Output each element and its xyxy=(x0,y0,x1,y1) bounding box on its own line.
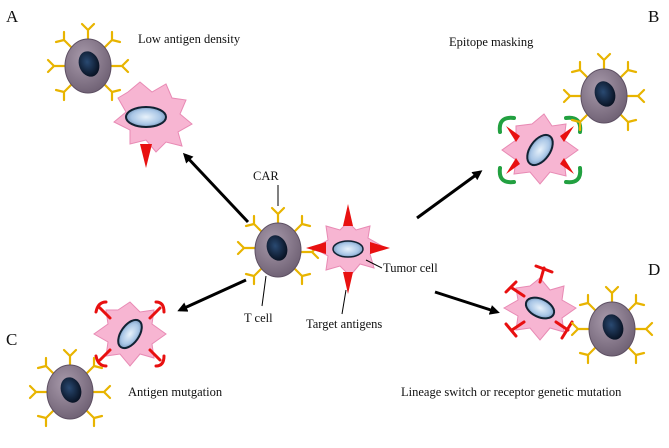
label-tumor-cell: Tumor cell xyxy=(383,261,438,275)
arrow-to-d xyxy=(434,290,500,315)
car-receptor-icon xyxy=(28,348,112,428)
switched-receptor-icon xyxy=(504,264,574,340)
caption-lineage-switch: Lineage switch or receptor genetic mutat… xyxy=(401,385,622,399)
t-cell-d xyxy=(570,285,654,365)
label-t-cell: T cell xyxy=(244,311,273,325)
tumor-cell-d xyxy=(502,264,577,341)
pointer-t-cell xyxy=(261,275,267,307)
arrow-to-a xyxy=(182,152,250,224)
panel-label-a: A xyxy=(6,7,19,26)
panel-label-b: B xyxy=(648,7,659,26)
caption-epitope-masking: Epitope masking xyxy=(449,35,534,49)
pointer-tumor-cell xyxy=(365,259,383,269)
panel-label-c: C xyxy=(6,330,17,349)
tumor-cell-a xyxy=(113,81,193,168)
t-cell-nucleus xyxy=(266,235,288,261)
panel-label-d: D xyxy=(648,260,660,279)
target-antigen-icon xyxy=(306,204,390,294)
tumor-cell-b xyxy=(497,113,583,185)
t-cell-b xyxy=(562,52,646,132)
t-cell-a xyxy=(46,22,130,102)
t-cell-nucleus xyxy=(60,377,82,403)
car-receptor-icon xyxy=(562,52,646,132)
car-receptor-icon xyxy=(46,22,130,102)
t-cell-nucleus xyxy=(594,81,616,107)
caption-low-antigen-density: Low antigen density xyxy=(138,32,241,46)
tumor-nucleus xyxy=(117,318,143,350)
tumor-cell-c xyxy=(93,300,167,368)
tumor-nucleus xyxy=(526,133,554,167)
tumor-nucleus xyxy=(524,296,556,320)
arrow-to-c xyxy=(177,278,247,312)
tumor-nucleus xyxy=(125,106,167,128)
pointer-target-antigens xyxy=(341,289,347,315)
tumor-nucleus xyxy=(332,240,364,258)
target-antigen-icon xyxy=(140,144,152,168)
label-car: CAR xyxy=(253,169,279,183)
car-receptor-icon xyxy=(570,285,654,365)
t-cell-c xyxy=(28,348,112,428)
label-target-antigens: Target antigens xyxy=(306,317,382,331)
masked-antigen-icon xyxy=(506,126,574,174)
tumor-cell-center xyxy=(306,204,390,294)
mutated-antigen-icon xyxy=(94,300,166,368)
t-cell-nucleus xyxy=(78,51,100,77)
arrow-to-b xyxy=(416,170,483,220)
caption-antigen-mutgation: Antigen mutgation xyxy=(128,385,223,399)
t-cell-center xyxy=(236,206,320,286)
t-cell-nucleus xyxy=(602,314,624,340)
